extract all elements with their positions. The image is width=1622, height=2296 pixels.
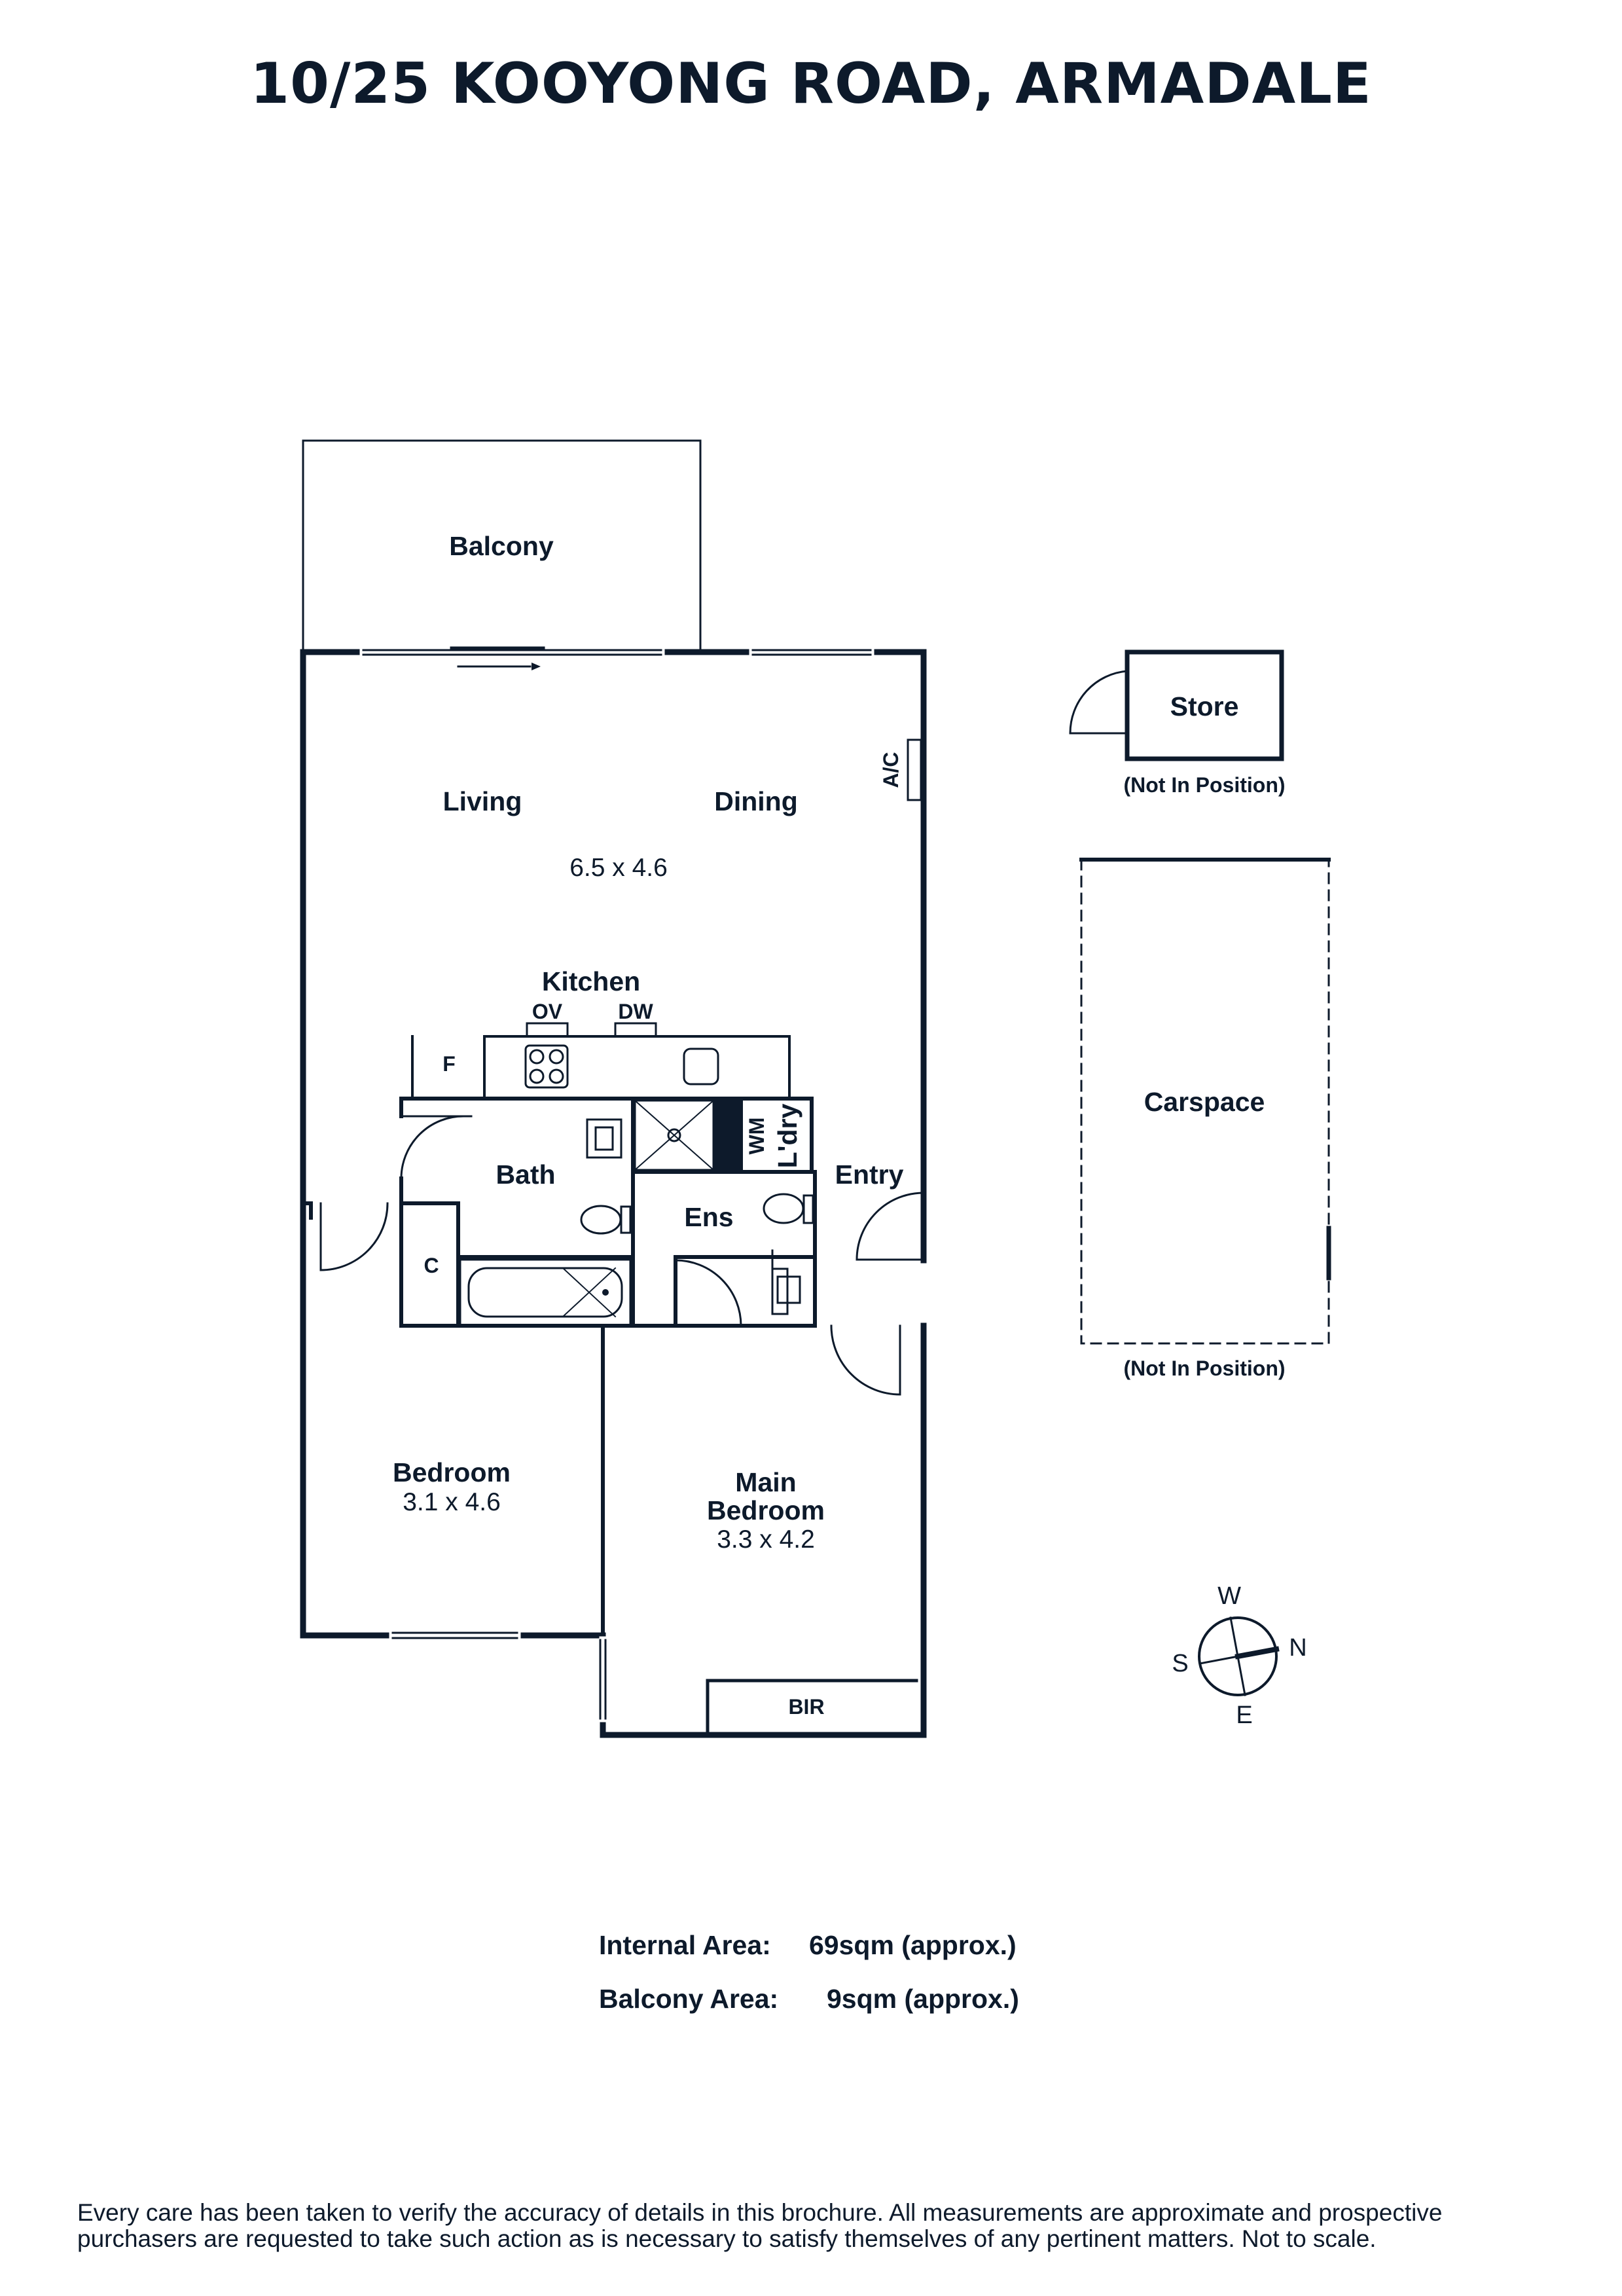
page-title: 10/25 KOOYONG ROAD, ARMADALE — [250, 51, 1372, 117]
cooktop — [524, 1044, 569, 1089]
disclaimer-line-1: Every care has been taken to verify the … — [77, 2199, 1443, 2226]
dishwasher — [614, 1022, 657, 1038]
label-washing-machine: WM — [745, 1118, 768, 1155]
main-bedroom-window — [599, 1636, 607, 1722]
kitchen-bench — [411, 1035, 791, 1100]
carspace-outline — [1080, 858, 1330, 1345]
label-balcony: Balcony — [449, 531, 554, 561]
label-fridge: F — [442, 1052, 456, 1076]
laundry-cabinet — [713, 1101, 741, 1171]
label-dining: Dining — [714, 786, 798, 816]
label-cupboard: C — [424, 1254, 439, 1277]
label-oven: OV — [532, 1000, 563, 1023]
internal-area-value: 69sqm (approx.) — [809, 1930, 1017, 1960]
label-laundry: L'dry — [772, 1104, 802, 1169]
bath-toilet — [580, 1205, 622, 1235]
bathtub — [459, 1258, 632, 1326]
entry-door-swing — [856, 1192, 925, 1261]
main-bedroom-door-swing — [830, 1324, 901, 1396]
internal-area-label: Internal Area: — [599, 1930, 771, 1960]
ensuite-vanity — [771, 1249, 789, 1315]
bath-vanity — [586, 1118, 622, 1159]
compass-n: N — [1289, 1634, 1307, 1662]
label-aircon: A/C — [879, 752, 903, 788]
label-living: Living — [443, 786, 522, 816]
ensuite-toilet — [763, 1193, 804, 1224]
disclaimer: Every care has been taken to verify the … — [77, 2200, 1570, 2252]
label-bir: BIR — [788, 1695, 824, 1719]
label-main-bedroom-1: Main — [735, 1467, 796, 1497]
compass-icon — [1198, 1616, 1280, 1696]
label-store-note: (Not In Position) — [1123, 773, 1285, 797]
dining-window — [749, 648, 874, 656]
compass-w: W — [1217, 1582, 1241, 1610]
exterior-wall — [300, 649, 927, 1738]
store-door-swing — [1069, 670, 1128, 735]
oven — [526, 1022, 569, 1038]
bedroom-window — [389, 1631, 521, 1639]
label-living-dim: 6.5 x 4.6 — [569, 854, 668, 882]
label-ensuite: Ens — [684, 1202, 733, 1232]
label-main-bedroom-dim: 3.3 x 4.2 — [717, 1525, 815, 1554]
compass-e: E — [1236, 1702, 1252, 1729]
label-bedroom: Bedroom — [393, 1457, 511, 1487]
label-carspace-note: (Not In Position) — [1123, 1357, 1285, 1380]
label-store: Store — [1170, 691, 1239, 721]
bath-door-swing — [400, 1115, 473, 1180]
label-bedroom-dim: 3.1 x 4.6 — [403, 1488, 501, 1516]
label-carspace: Carspace — [1144, 1087, 1265, 1117]
compass-s: S — [1172, 1650, 1188, 1677]
label-kitchen: Kitchen — [542, 966, 640, 996]
sliding-door — [359, 646, 665, 668]
store-outline — [1125, 649, 1284, 761]
label-main-bedroom-2: Bedroom — [707, 1495, 825, 1525]
label-dishwasher: DW — [618, 1000, 653, 1023]
balcony-area-value: 9sqm (approx.) — [827, 1984, 1019, 2014]
ensuite-door-swing — [674, 1259, 742, 1327]
aircon-unit — [907, 738, 922, 801]
label-bath: Bath — [496, 1159, 555, 1190]
slide-arrow — [532, 663, 541, 670]
bedroom-door-swing — [319, 1202, 389, 1271]
bir-robe — [706, 1679, 918, 1737]
sink — [683, 1048, 719, 1085]
label-entry: Entry — [835, 1159, 904, 1190]
balcony-area-label: Balcony Area: — [599, 1984, 779, 2014]
cupboard — [400, 1202, 460, 1327]
disclaimer-line-2: purchasers are requested to take such ac… — [77, 2225, 1377, 2252]
